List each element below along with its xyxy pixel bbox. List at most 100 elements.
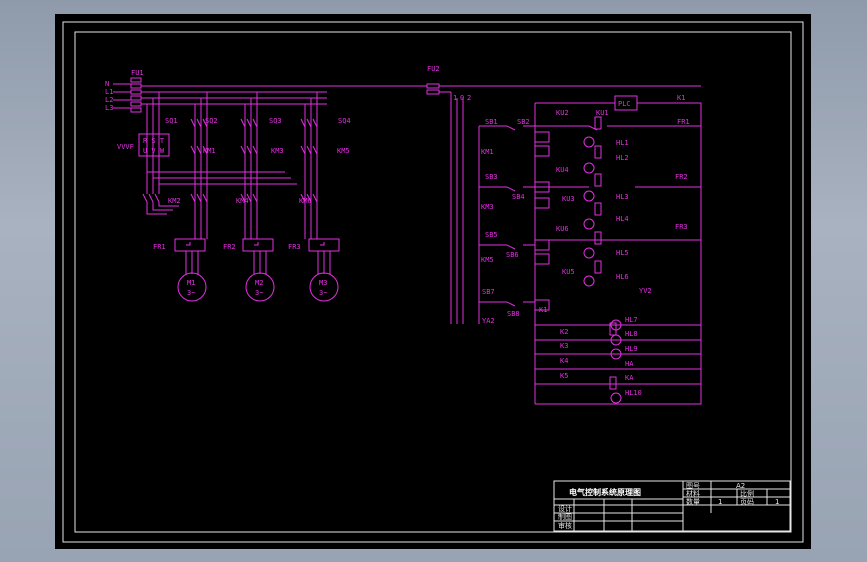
relay-k4: K4	[560, 357, 568, 365]
relay-k1: K1	[539, 306, 547, 314]
vvvf-output: U V W	[143, 147, 165, 155]
motor-m3-name: M3	[319, 279, 327, 287]
vvvf-input: R S T	[143, 137, 165, 145]
relay-k3: K3	[560, 342, 568, 350]
aux-ku6: KU6	[556, 225, 569, 233]
fr2-label: FR2	[223, 243, 236, 251]
lamp-hl3: HL3	[616, 193, 629, 201]
right-hl9: HL9	[625, 345, 638, 353]
km3-label: KM3	[271, 147, 284, 155]
right-yv2: YV2	[639, 287, 652, 295]
fr2-box	[242, 238, 274, 252]
coil-km3: KM3	[481, 203, 494, 211]
sb7: SB7	[482, 288, 495, 296]
aux-ku5: KU5	[562, 268, 575, 276]
phase-l3: L3	[105, 104, 113, 112]
plc-out: K1	[677, 94, 685, 102]
km1-label: KM1	[203, 147, 216, 155]
plc-label: PLC	[618, 100, 631, 108]
quantity-label: 数量	[686, 497, 700, 506]
vvvf-box	[138, 133, 170, 157]
lamp-hl4: HL4	[616, 215, 629, 223]
relay-k2: K2	[560, 328, 568, 336]
fu1-label: FU1	[131, 69, 144, 77]
motor-m1-sub: 3~	[187, 289, 195, 297]
bus-0: 0	[460, 94, 464, 102]
aux-ku1: KU1	[596, 109, 609, 117]
phase-l1: L1	[105, 88, 113, 96]
sb5: SB5	[485, 231, 498, 239]
aux-ku2-a: KU2	[556, 109, 569, 117]
motor-m2	[245, 272, 275, 302]
sb8: SB8	[507, 310, 520, 318]
inner-border	[74, 31, 792, 533]
km6-label: KM6	[299, 197, 312, 205]
motor-m2-sub: 3~	[255, 289, 263, 297]
aux-ku4: KU4	[556, 166, 569, 174]
schematic: FU1 N L1 L2 L3 VVVF R S T U V W SQ1 SQ2 …	[62, 21, 804, 543]
iso-sq3: SQ3	[269, 117, 282, 125]
vvvf-label: VVVF	[117, 143, 134, 151]
fr1-label: FR1	[153, 243, 166, 251]
fuse-fu2	[426, 83, 440, 89]
right-fr2: FR2	[675, 173, 688, 181]
main-circuit: FU1 N L1 L2 L3 VVVF R S T U V W SQ1 SQ2 …	[105, 69, 427, 302]
designer-label: 设计	[558, 504, 572, 513]
km2-label: KM2	[168, 197, 181, 205]
fr1-box	[174, 238, 206, 252]
phase-l2: L2	[105, 96, 113, 104]
right-hl7: HL7	[625, 316, 638, 324]
control-circuit: FU2 1 0 2 PLC K1 SB1 SB2 SB3 SB4 SB5 SB6…	[426, 65, 702, 405]
motor-m2-name: M2	[255, 279, 263, 287]
iso-sq2: SQ2	[205, 117, 218, 125]
sb6: SB6	[506, 251, 519, 259]
lamp-hl2: HL2	[616, 154, 629, 162]
motor-m3-sub: 3~	[319, 289, 327, 297]
iso-sq1: SQ1	[165, 117, 178, 125]
drawing-title: 电气控制系统原理图	[569, 487, 641, 497]
coil-ya2: YA2	[482, 317, 495, 325]
sheet-label: 页码	[740, 498, 754, 506]
sb4: SB4	[512, 193, 525, 201]
drawing-no: A2	[736, 482, 745, 490]
right-hl10: HL10	[625, 389, 642, 397]
scale-label: 比例	[740, 489, 754, 498]
fr3-label: FR3	[288, 243, 301, 251]
fuse-fu2b	[426, 89, 440, 95]
lamp-hl1: HL1	[616, 139, 629, 147]
motor-m3	[309, 272, 339, 302]
drawn-label: 制图	[558, 512, 572, 521]
right-ka: KA	[625, 374, 634, 382]
motor-m1	[177, 272, 207, 302]
aux-ku3: KU3	[562, 195, 575, 203]
right-fr1: FR1	[677, 118, 690, 126]
coil-km5: KM5	[481, 256, 494, 264]
bus-2: 2	[467, 94, 471, 102]
checked-label: 审核	[558, 521, 572, 530]
quantity-value: 1	[718, 498, 722, 506]
motor-m1-name: M1	[187, 279, 195, 287]
material-label: 材料	[686, 489, 700, 498]
bus-1: 1	[453, 94, 457, 102]
right-ha: HA	[625, 360, 634, 368]
drawing-sheet: FU1 N L1 L2 L3 VVVF R S T U V W SQ1 SQ2 …	[55, 14, 811, 549]
sheet-value: 1	[775, 498, 779, 506]
right-hl8: HL8	[625, 330, 638, 338]
km5-label: KM5	[337, 147, 350, 155]
drawing-no-label: 图号	[686, 482, 700, 490]
lamp-hl5: HL5	[616, 249, 629, 257]
iso-sq4: SQ4	[338, 117, 351, 125]
coil-km1: KM1	[481, 148, 494, 156]
sb3: SB3	[485, 173, 498, 181]
lamp-hl6: HL6	[616, 273, 629, 281]
phase-n: N	[105, 80, 109, 88]
relay-k5: K5	[560, 372, 568, 380]
sb1: SB1	[485, 118, 498, 126]
right-fr3: FR3	[675, 223, 688, 231]
km4-label: KM4	[236, 197, 249, 205]
fuse-fu1	[130, 77, 142, 113]
outer-border	[62, 21, 804, 543]
fu2-label: FU2	[427, 65, 440, 73]
title-block: 电气控制系统原理图 设计 制图 审核 图号 A2 材料 比例 数量 1 页码 1	[553, 480, 791, 532]
sb2: SB2	[517, 118, 530, 126]
